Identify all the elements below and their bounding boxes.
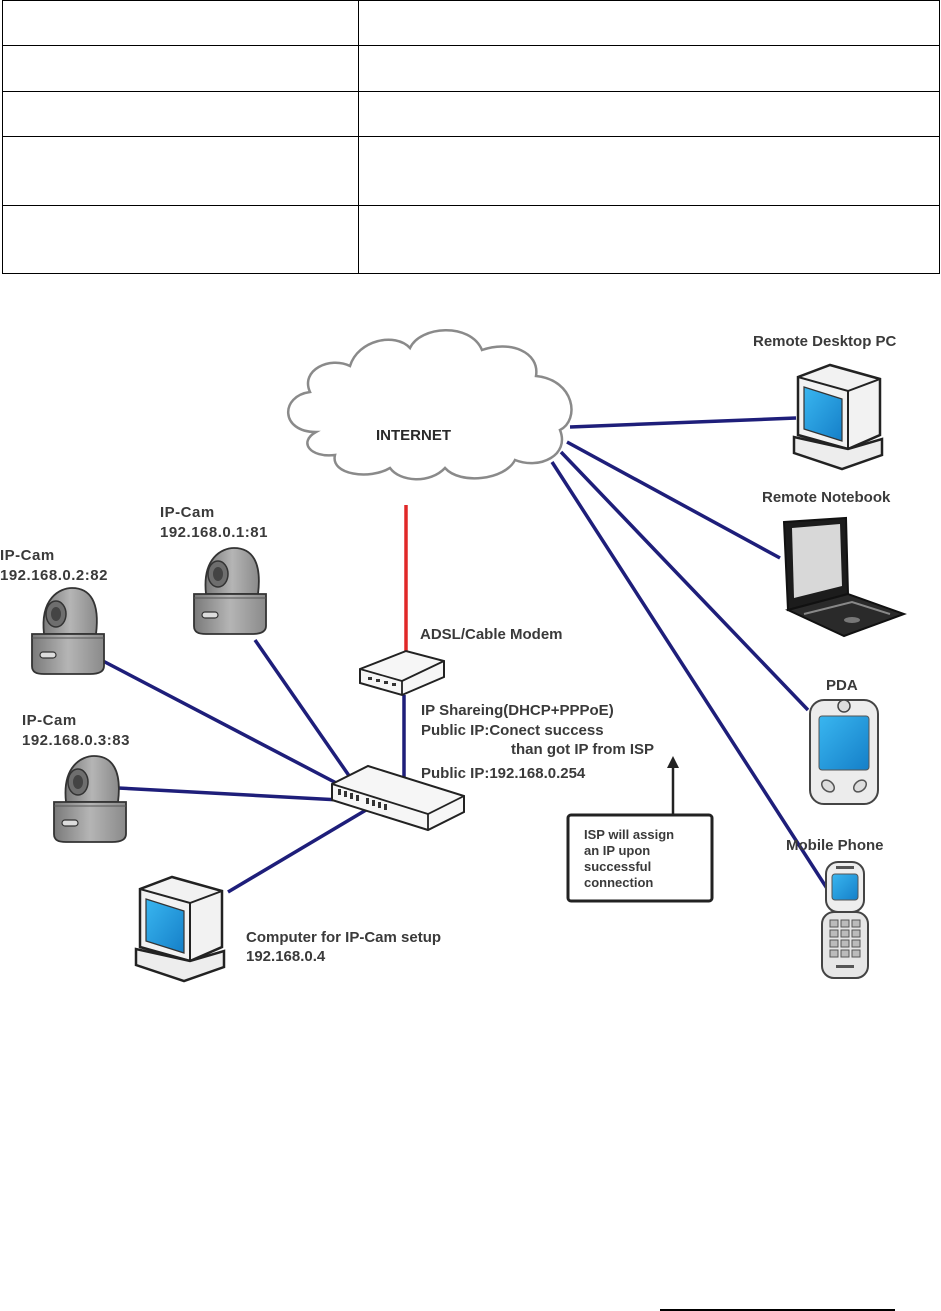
table-cell	[2, 45, 359, 92]
router-info-line-4: Public IP:192.168.0.254	[421, 765, 586, 782]
link-cam1-router	[253, 639, 354, 781]
pda-node: PDA	[809, 677, 879, 805]
callout-box	[566, 813, 714, 903]
remote-desktop-label: Remote Desktop PC	[753, 333, 897, 350]
links	[102, 416, 830, 894]
table-row	[2, 136, 940, 206]
cam1-node: IP-Cam 192.168.0.1:81	[160, 504, 268, 635]
router-node: IP Shareing(DHCP+PPPoE) Public IP:Conect…	[331, 702, 654, 832]
table-cell	[358, 0, 940, 46]
ip-camera-icon	[31, 587, 105, 675]
setup-pc-node: Computer for IP-Cam setup 192.168.0.4	[134, 875, 441, 983]
table-cell	[358, 205, 940, 274]
setup-pc-name: Computer for IP-Cam setup	[246, 929, 441, 946]
table-row	[2, 91, 940, 137]
router-switch-icon	[331, 764, 465, 832]
cam2-name: IP-Cam	[0, 547, 55, 564]
link-cam2-router	[102, 659, 343, 788]
router-info-line-1: IP Shareing(DHCP+PPPoE)	[421, 702, 614, 719]
link-cam3-router	[117, 786, 341, 802]
mobile-phone-node: Mobile Phone	[786, 837, 884, 979]
link-setup-pc-router	[227, 808, 367, 894]
cam2-address: 192.168.0.2:82	[0, 567, 108, 584]
cam2-node: IP-Cam 192.168.0.2:82	[0, 547, 108, 675]
cam1-address: 192.168.0.1:81	[160, 524, 268, 541]
router-info-line-3: than got IP from ISP	[511, 741, 654, 758]
footer-rule	[660, 1309, 895, 1311]
cloud-icon	[287, 329, 573, 481]
mobile-phone-label: Mobile Phone	[786, 837, 884, 854]
callout-line-1: ISP will assign	[584, 827, 674, 842]
link-internet-mobile	[550, 461, 830, 891]
table-cell	[358, 136, 940, 206]
isp-callout: ISP will assign an IP upon successful co…	[566, 756, 714, 903]
remote-desktop-node: Remote Desktop PC	[753, 333, 897, 471]
link-internet-pda	[559, 450, 810, 712]
cam3-name: IP-Cam	[22, 712, 77, 729]
cam3-node: IP-Cam 192.168.0.3:83	[22, 712, 130, 843]
table-row	[2, 0, 940, 46]
table-row	[2, 45, 940, 92]
laptop-icon	[782, 516, 907, 638]
internet-node: INTERNET	[287, 329, 573, 481]
mobile-phone-icon	[821, 861, 869, 979]
desktop-pc-icon	[792, 363, 884, 471]
table-cell	[358, 91, 940, 137]
table-cell	[2, 205, 359, 274]
table-cell	[2, 136, 359, 206]
table-cell	[2, 0, 359, 46]
remote-notebook-node: Remote Notebook	[762, 489, 907, 638]
pda-icon	[809, 699, 879, 805]
arrow-up-icon	[667, 756, 679, 768]
network-diagram: INTERNET Remote Desktop PC Remote Notebo…	[0, 329, 907, 983]
remote-notebook-label: Remote Notebook	[762, 489, 891, 506]
ip-camera-icon	[193, 547, 267, 635]
link-internet-notebook	[566, 440, 781, 560]
modem-icon	[359, 649, 445, 697]
router-info-line-2: Public IP:Conect success	[421, 722, 604, 739]
cam3-address: 192.168.0.3:83	[22, 732, 130, 749]
setup-pc-address: 192.168.0.4	[246, 948, 326, 965]
internet-label: INTERNET	[376, 427, 451, 444]
callout-line-2: an IP upon	[584, 843, 650, 858]
ip-camera-icon	[53, 755, 127, 843]
callout-line-4: connection	[584, 875, 653, 890]
pda-label: PDA	[826, 677, 858, 694]
callout-line-3: successful	[584, 859, 651, 874]
link-internet-desktop	[569, 416, 797, 429]
table-row	[2, 205, 940, 274]
modem-node: ADSL/Cable Modem	[359, 626, 563, 697]
table-cell	[358, 45, 940, 92]
table-cell	[2, 91, 359, 137]
spec-table	[2, 0, 940, 274]
cam1-name: IP-Cam	[160, 504, 215, 521]
modem-label: ADSL/Cable Modem	[420, 626, 563, 643]
desktop-pc-icon	[134, 875, 226, 983]
